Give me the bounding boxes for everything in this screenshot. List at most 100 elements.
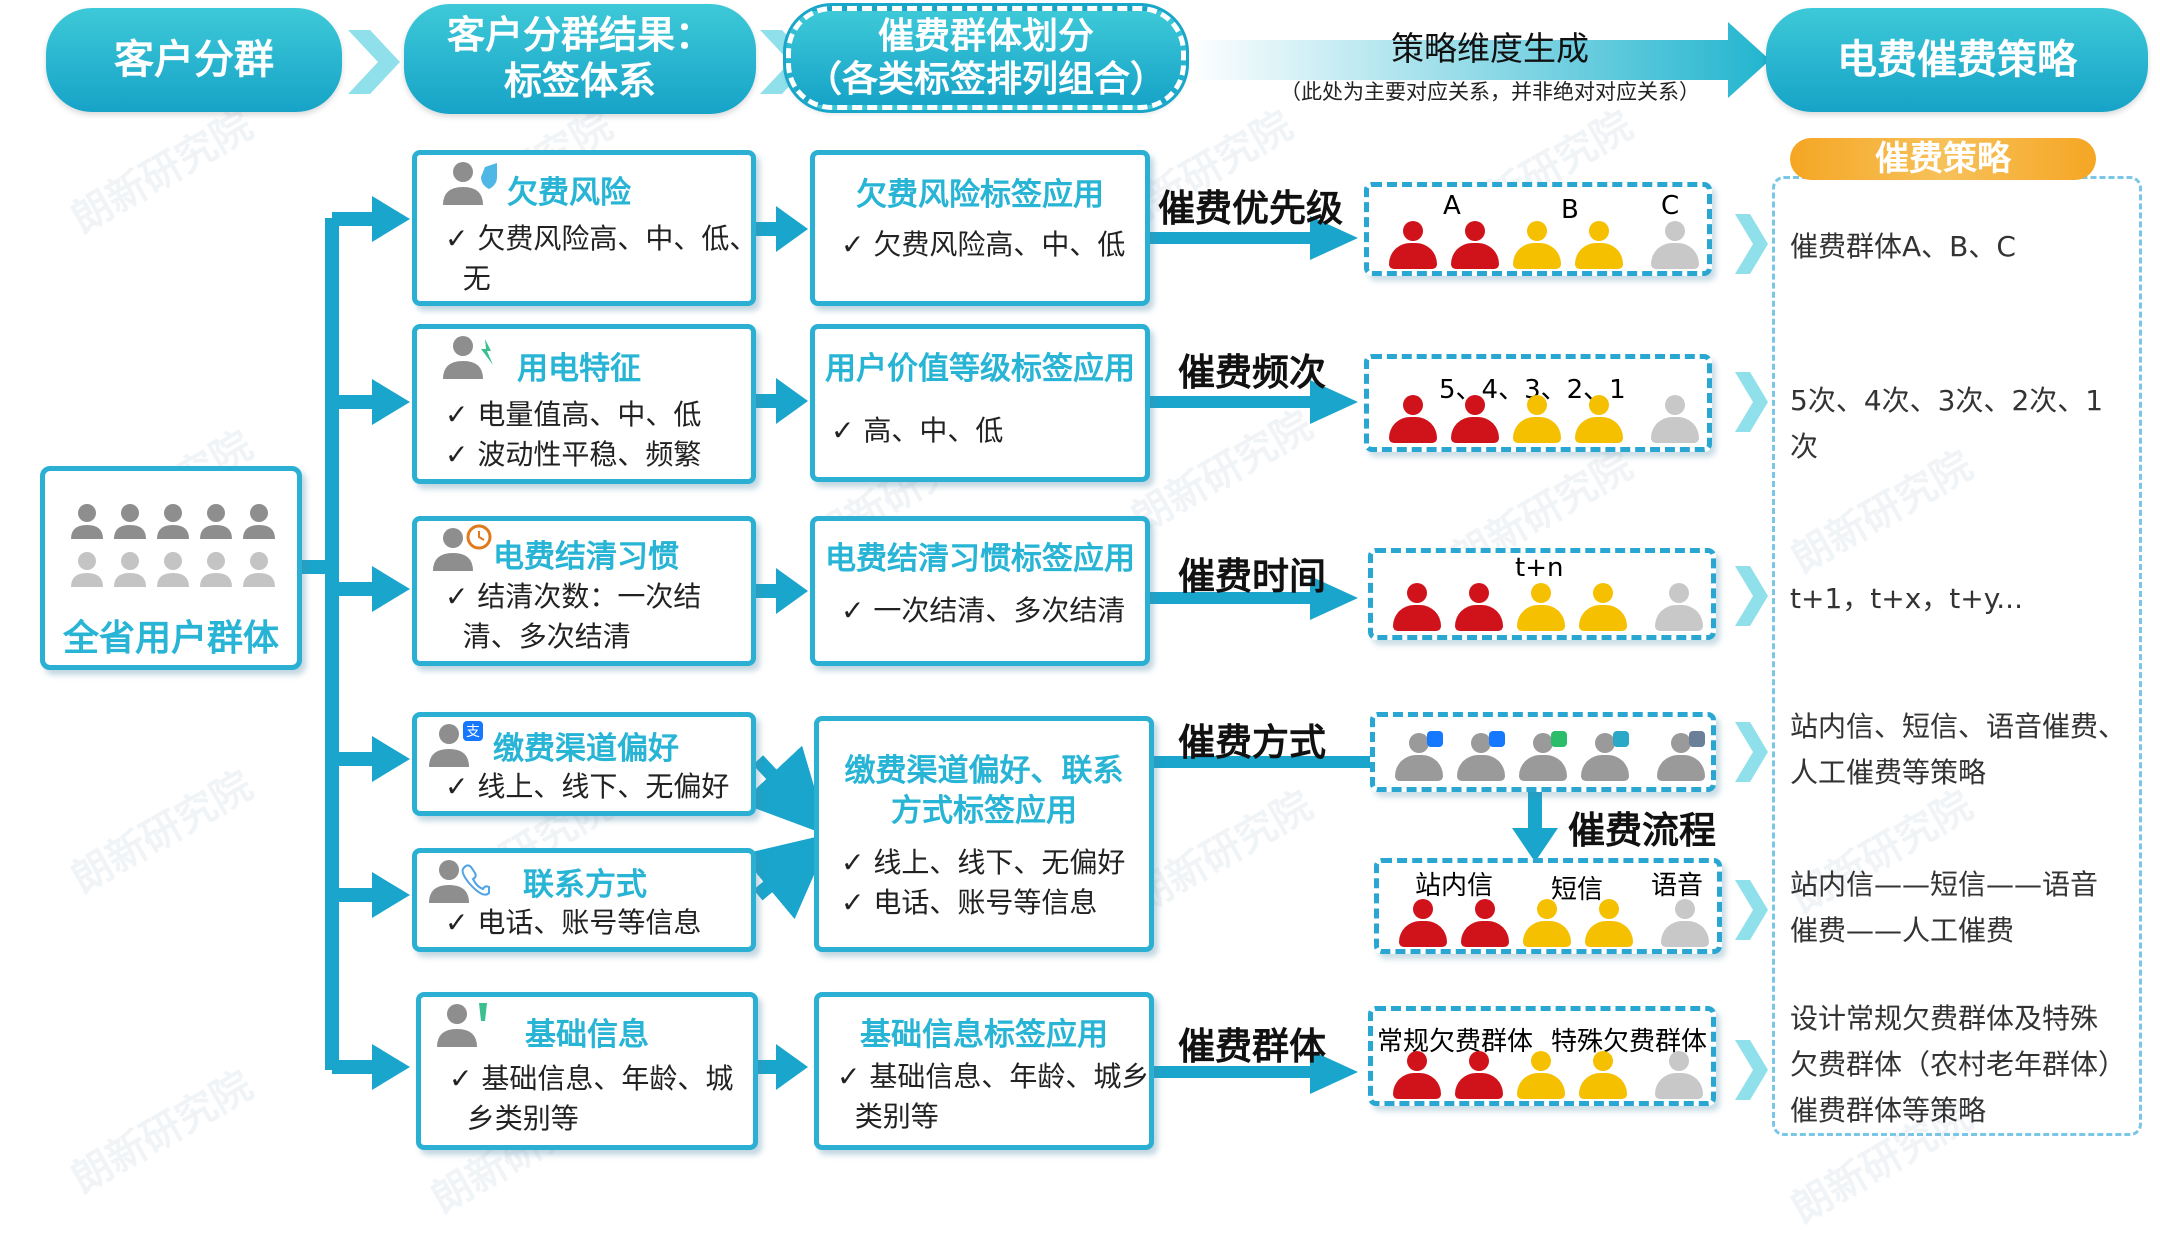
app-card-title: 基础信息标签应用 [860,1017,1108,1053]
app-card-line: ✓ 基础信息、年龄、城乡 [837,1060,1150,1093]
channel-badge-icon [1489,731,1505,747]
person-icon [1659,899,1711,951]
person-icon [1459,899,1511,951]
app-card-channel-contact: 缴费渠道偏好、联系 方式标签应用 ✓ 线上、线下、无偏好 ✓ 电话、账号等信息 [814,716,1154,952]
people-grid-icon [71,504,275,587]
strategy-line: 站内信、短信、语音催费、 [1790,710,2127,743]
person-icon [1515,583,1567,635]
person-icon [1449,395,1501,447]
group-label: A [1443,191,1461,221]
header-chevron [348,30,400,94]
people-row [1387,395,1707,447]
tag-card-title: 电费结清习惯 [493,539,679,575]
app-card-title-line2: 方式标签应用 [891,793,1077,829]
person-icon [1387,221,1439,273]
tag-card-title: 缴费渠道偏好 [493,731,679,767]
group-box-priority: A B C [1364,182,1712,276]
strategy-line: 催费群体A、B、C [1790,230,2016,263]
group-box-population: 常规欠费群体 特殊欠费群体 [1368,1006,1716,1106]
header-step-1: 客户分群 [46,8,342,112]
trunk-connector [325,218,339,1070]
flow-down-arrow [1512,828,1558,862]
dimension-label: 催费方式 [1178,721,1326,764]
person-icon [1455,731,1507,785]
person-shield-icon [443,162,497,205]
group-label: t+n [1515,553,1564,583]
strategy-item: 设计常规欠费群体及特殊 欠费群体（农村老年群体） 催费群体等策略 [1790,996,2140,1134]
strategy-item: 站内信、短信、语音催费、 人工催费等策略 [1790,704,2140,796]
tag-card-line: 清、多次结清 [445,620,631,653]
person-icon [1573,221,1625,273]
app-card-line: 类别等 [837,1100,939,1133]
dimension-label: 催费时间 [1178,555,1326,598]
person-icon [1517,731,1569,785]
strategy-line: 次 [1790,430,1819,463]
tag-card-title: 用电特征 [517,351,641,387]
trunk-connector [302,560,332,574]
group-label: 短信 [1551,875,1604,905]
header-step-2-line1: 客户分群结果： [446,13,713,58]
people-row [1393,731,1713,785]
person-icon [1515,1051,1567,1103]
group-box-time: t+n [1368,548,1716,640]
header-step-2: 客户分群结果： 标签体系 [404,4,756,114]
channel-badge-icon [1613,731,1629,747]
tag-card-line: ✓ 结清次数：一次结 [445,580,702,613]
group-box-process: 站内信 短信 语音 [1374,858,1722,954]
strategy-line: 催费群体等策略 [1790,1094,1987,1127]
person-icon [1583,899,1635,951]
strategy-tab: 催费策略 [1790,138,2096,180]
header-step-3-line2: （各类标签排列组合） [805,59,1166,100]
person-icon [1393,731,1445,785]
tag-card-usage: 用电特征 ✓ 电量值高、中、低 ✓ 波动性平稳、频繁 [412,324,756,484]
tag-card-title: 联系方式 [523,867,647,903]
branch-arrows [332,196,410,1090]
header-step-4: 策略维度生成 （此处为主要对应关系，并非绝对对应关系） [1230,22,1750,106]
tag-card-arrears-risk: 欠费风险 ✓ 欠费风险高、中、低、 无 [412,150,757,306]
person-icon [1577,583,1629,635]
app-card-line: ✓ 线上、线下、无偏好 [841,846,1126,879]
strategy-panel [1772,176,2142,1136]
person-info-icon [437,1003,487,1047]
tag-card-line: 无 [445,262,491,295]
header-arrow [1190,22,1770,98]
app-card-settlement: 电费结清习惯标签应用 ✓ 一次结清、多次结清 [810,516,1150,666]
dimension-label: 催费优先级 [1158,187,1343,230]
person-icon [1511,221,1563,273]
person-icon [1521,899,1573,951]
group-label: 常规欠费群体 [1377,1027,1534,1057]
tag-card-line: ✓ 线上、线下、无偏好 [445,770,730,803]
strategy-line: t+1，t+x，t+y... [1790,582,2023,615]
channel-badge-icon [1689,731,1705,747]
connector-layer [302,22,1770,1100]
app-card-line: ✓ 电话、账号等信息 [841,886,1098,919]
tag-card-title: 欠费风险 [507,175,631,211]
group-box-method [1370,712,1716,792]
tag-card-payment-channel: 支 缴费渠道偏好 ✓ 线上、线下、无偏好 [412,712,756,816]
diag-arrow [740,745,829,836]
tag-card-basic-info: 基础信息 ✓ 基础信息、年龄、城 乡类别等 [416,992,758,1150]
channel-badge-icon [1427,731,1443,747]
app-group-arrows [1150,216,1370,1094]
person-clock-icon [433,524,492,571]
dimension-label: 催费流程 [1568,809,1716,852]
people-row [1391,1051,1711,1103]
group-label: C [1661,191,1680,221]
person-icon [1453,1051,1505,1103]
strategy-item: 5次、4次、3次、2次、1 次 [1790,378,2140,470]
tag-app-arrows [756,206,808,1090]
strategy-chevrons [1735,214,1768,1100]
app-card-line: ✓ 一次结清、多次结清 [841,594,1126,627]
channel-badge-icon [1551,731,1567,747]
person-plug-icon [443,336,493,379]
person-icon [1573,395,1625,447]
header-step-5-label: 电费催费策略 [1837,37,2077,83]
app-card-arrears-risk: 欠费风险标签应用 ✓ 欠费风险高、中、低 [810,150,1150,306]
diag-arrow [740,833,833,920]
tag-card-title: 基础信息 [525,1017,649,1053]
strategy-line: 欠费群体（农村老年群体） [1790,1048,2127,1081]
app-card-line: ✓ 高、中、低 [831,414,1004,447]
person-icon [1649,221,1701,273]
strategy-tab-label: 催费策略 [1875,139,2011,179]
person-icon [1653,583,1705,635]
